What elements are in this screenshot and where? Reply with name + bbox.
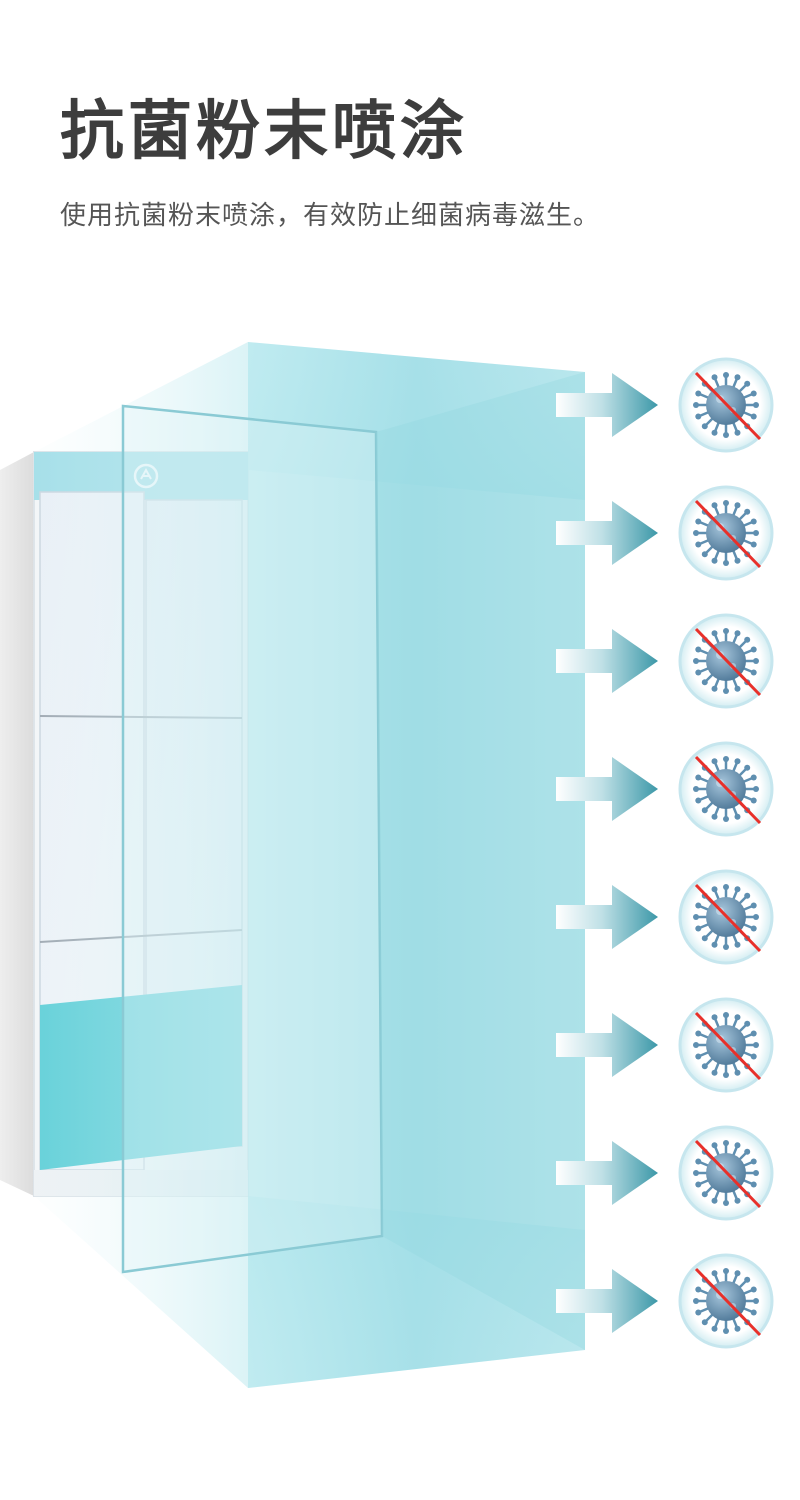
virus-blocked-icon [678,869,774,965]
virus-blocked-icon [678,997,774,1093]
arrow-right-icon [556,373,658,437]
virus-blocked-icon [678,1125,774,1221]
virus-blocked-icon [678,741,774,837]
cabinet-side [0,452,34,1196]
virus-row [556,613,774,709]
virus-row [556,357,774,453]
page-title: 抗菌粉末喷涂 [60,95,468,169]
virus-blocked-icon [678,357,774,453]
virus-row [556,1253,774,1349]
glass-pane-inner [376,372,585,1350]
page-subtitle: 使用抗菌粉末喷涂，有效防止细菌病毒滋生。 [60,201,601,231]
arrow-right-icon [556,1013,658,1077]
virus-blocked-icon [678,1253,774,1349]
arrow-right-icon [556,885,658,949]
virus-row [556,485,774,581]
virus-row [556,869,774,965]
arrow-right-icon [556,629,658,693]
glass-pane [121,404,384,1274]
beam-front-face [248,342,585,1388]
arrow-right-icon [556,1269,658,1333]
arrow-right-icon [556,1141,658,1205]
virus-row [556,1125,774,1221]
virus-row [556,997,774,1093]
virus-blocked-icon [678,485,774,581]
virus-rows [556,357,774,1349]
arrow-right-icon [556,501,658,565]
arrow-right-icon [556,757,658,821]
coating-beam [34,342,585,1388]
virus-blocked-icon [678,613,774,709]
virus-row [556,741,774,837]
beam-left-face [34,342,248,1388]
